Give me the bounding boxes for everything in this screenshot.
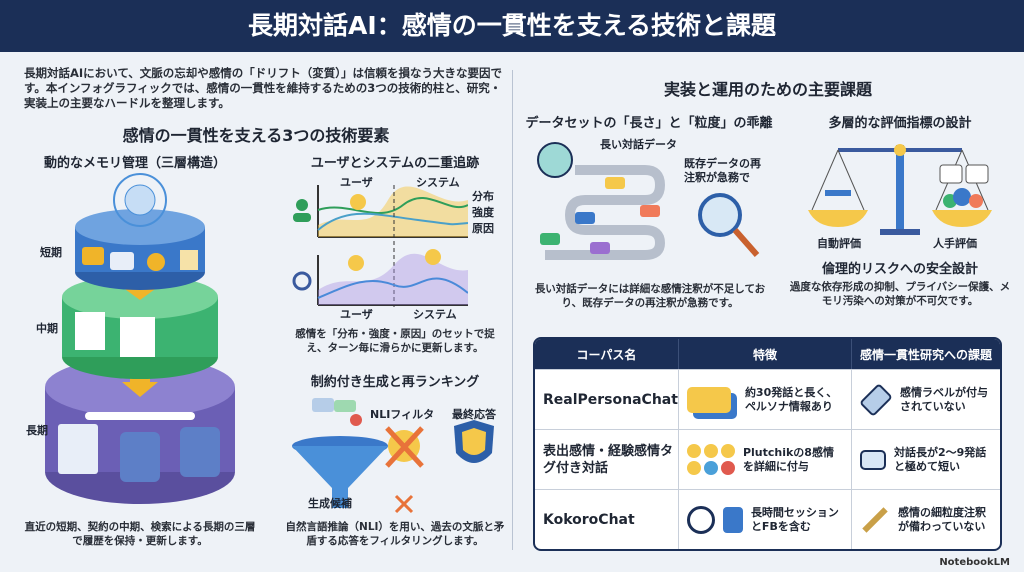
counselor-icon xyxy=(722,506,743,533)
human-eval-label: 人手評価 xyxy=(933,237,977,250)
legend-distribution: 分布 xyxy=(472,190,494,203)
intro-text: 長期対話AIにおいて、文脈の忘却や感情の「ドリフト（変質）」は信頼を損なう大きな… xyxy=(24,66,503,110)
ethics-title: 倫理的リスクへの安全設計 xyxy=(821,262,978,277)
rerank-illustration xyxy=(292,398,494,514)
user-icon xyxy=(296,199,308,211)
chart2-user-label: ユーザ xyxy=(340,308,373,321)
corpus-name: KokoroChat xyxy=(535,489,679,549)
corpus-feature: 約30発話と長く、ペルソナ情報あり xyxy=(744,385,838,413)
chart1-user-label: ユーザ xyxy=(340,176,373,189)
clock-icon xyxy=(686,505,715,534)
dual-tracking-charts xyxy=(292,185,468,307)
speech-bubble-icon xyxy=(859,449,886,470)
long-term-label: 長期 xyxy=(26,424,48,437)
corpus-issue: 対話長が2〜9発話と極めて短い xyxy=(893,445,987,473)
gear-icon xyxy=(292,271,312,291)
table-row: KokoroChat 長時間セッションとFBを含む 感情の細粒度注釈が備わってい… xyxy=(535,489,1000,549)
table-row: 表出感情・経験感情タグ付き対話 Plutchikの8感情を詳細に付与 対話長が2… xyxy=(535,429,1000,489)
chart2-system-label: システム xyxy=(413,308,457,321)
corpus-name: RealPersonaChat xyxy=(535,369,679,429)
tracking-caption: 感情を「分布・強度・原因」のセットで捉え、ターン毎に滑らかに更新します。 xyxy=(295,328,495,354)
tag-icon xyxy=(858,382,893,417)
paintbrush-icon xyxy=(862,506,888,533)
corpus-table: コーパス名 特徴 感情一貫性研究への課題 RealPersonaChat 約30… xyxy=(533,337,1002,551)
legend-cause: 原因 xyxy=(472,222,494,235)
corpus-feature: 長時間セッションとFBを含む xyxy=(750,505,839,533)
left-heading: 感情の一貫性を支える3つの技術要素 xyxy=(122,126,390,145)
chat-bubbles-icon xyxy=(686,386,731,413)
col-header-issue: 感情一貫性研究への課題 xyxy=(851,339,1000,369)
auto-eval-label: 自動評価 xyxy=(817,237,861,250)
dataset-title: データセットの「長さ」と「粒度」の乖離 xyxy=(525,116,773,131)
memory-caption: 直近の短期、契約の中期、検索による長期の三層で履歴を保持・更新します。 xyxy=(24,521,256,547)
tracking-title: ユーザとシステムの二重追跡 xyxy=(310,156,480,171)
mid-term-label: 中期 xyxy=(36,322,58,335)
corpus-issue: 感情の細粒度注釈が備わっていない xyxy=(897,505,986,533)
table-row: RealPersonaChat 約30発話と長く、ペルソナ情報あり 感情ラベルが… xyxy=(535,369,1000,429)
legend: 分布 強度 原因 xyxy=(472,189,494,237)
rerank-title: 制約付き生成と再ランキング xyxy=(310,375,480,390)
notebooklm-brand: NotebookLM xyxy=(939,557,1010,568)
corpus-name: 表出感情・経験感情タグ付き対話 xyxy=(535,429,679,489)
emotion-faces-icon xyxy=(686,444,735,475)
col-header-feature: 特徴 xyxy=(678,339,852,369)
person-avatar xyxy=(537,142,573,178)
page-title: 長期対話AI：感情の一貫性を支える技術と課題 xyxy=(0,0,1024,52)
dataset-caption: 長い対話データには詳細な感情注釈が不足しており、既存データの再注釈が急務です。 xyxy=(534,283,766,309)
candidates-label: 生成候補 xyxy=(308,497,352,510)
memory-stack-illustration xyxy=(45,173,235,504)
legend-intensity: 強度 xyxy=(472,206,494,219)
rerank-caption: 自然言語推論（NLI）を用い、過去の文脈と矛盾する応答をフィルタリングします。 xyxy=(285,521,505,547)
final-response-label: 最終応答 xyxy=(452,408,496,421)
long-data-label: 長い対話データ xyxy=(600,138,677,151)
ethics-caption: 過度な依存形成の抑制、プライバシー保護、メモリ汚染への対策が不可欠です。 xyxy=(789,281,1011,307)
magnifier-icon xyxy=(698,193,742,237)
balance-scale-illustration xyxy=(808,144,992,235)
memory-title: 動的なメモリ管理（三層構造） xyxy=(43,156,226,171)
dataset-road-illustration xyxy=(537,142,760,260)
corpus-issue: 感情ラベルが付与されていない xyxy=(899,385,988,413)
reannotation-label: 既存データの再注釈が急務で xyxy=(684,157,761,184)
right-heading: 実装と運用のための主要課題 xyxy=(663,80,872,99)
short-term-label: 短期 xyxy=(40,246,62,259)
nli-filter-label: NLIフィルタ xyxy=(370,408,435,421)
column-divider xyxy=(512,70,513,550)
eval-title: 多層的な評価指標の設計 xyxy=(828,116,972,131)
chart1-system-label: システム xyxy=(416,176,460,189)
corpus-feature: Plutchikの8感情を詳細に付与 xyxy=(742,445,834,473)
col-header-name: コーパス名 xyxy=(535,339,679,369)
